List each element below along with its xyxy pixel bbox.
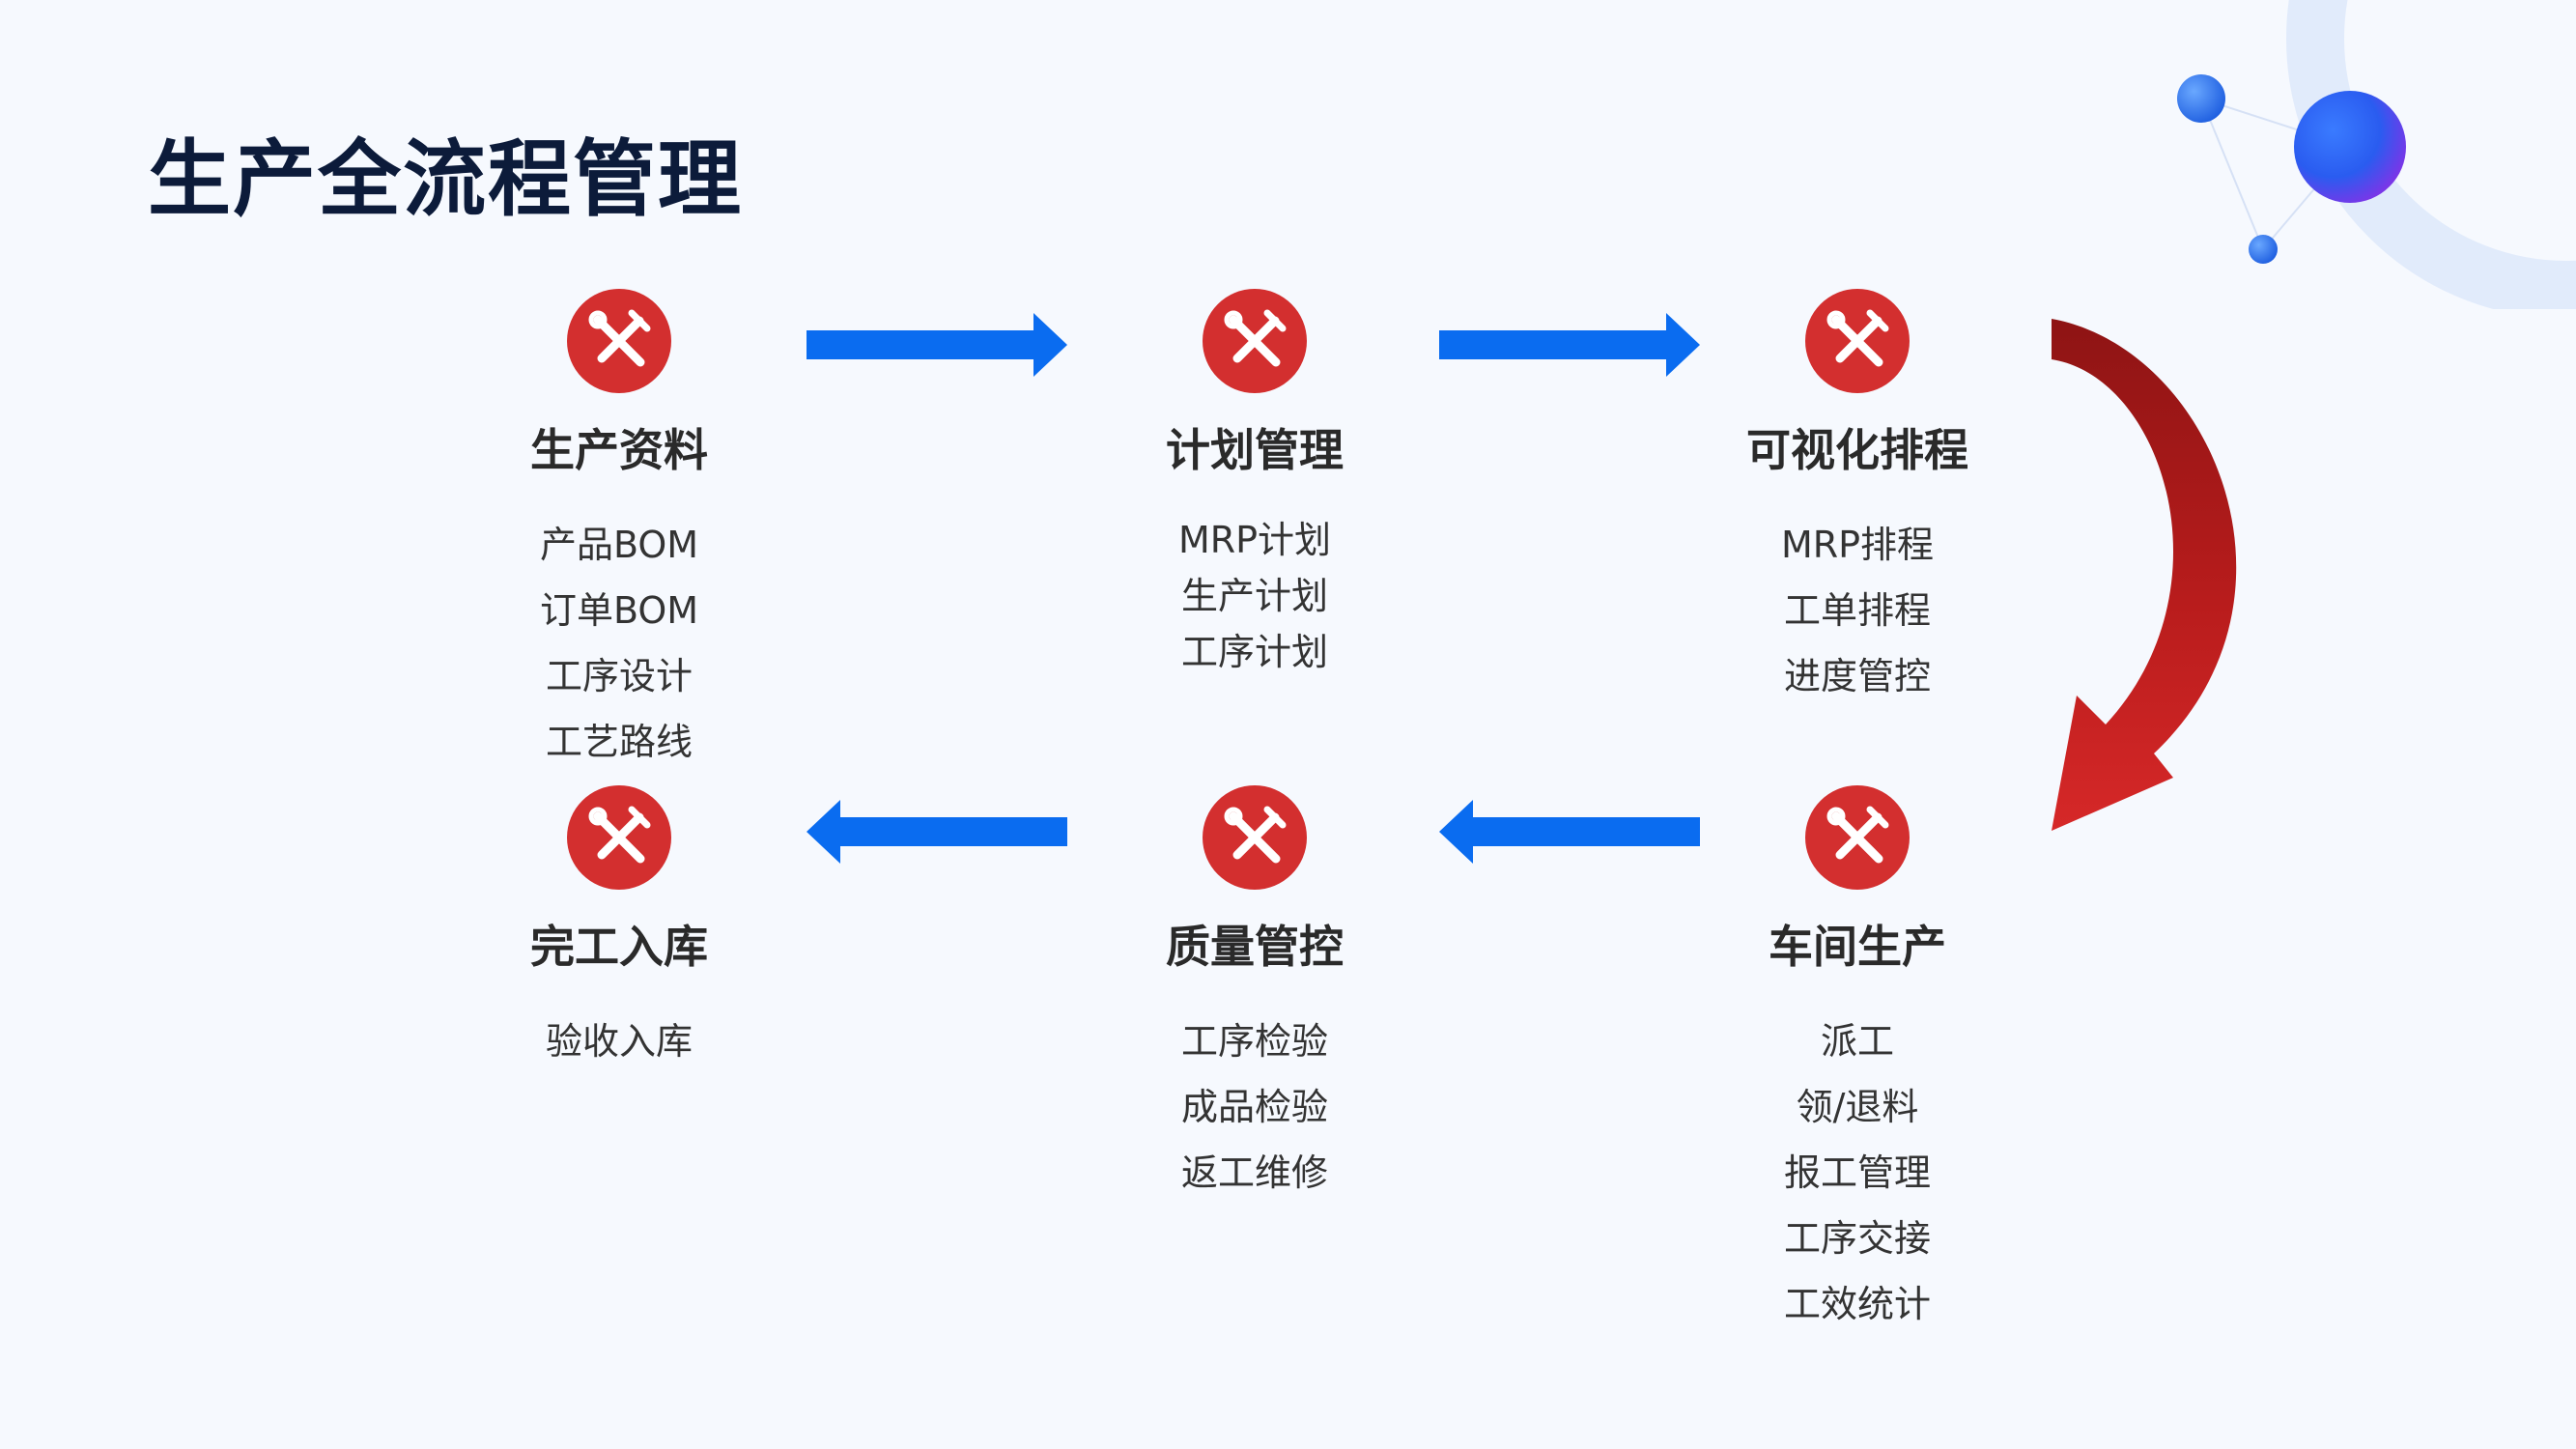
node-title: 计划管理	[1166, 424, 1344, 476]
node-production-data: 生产资料 产品BOM 订单BOM 工序设计 工艺路线	[407, 288, 832, 775]
list-item: 领/退料	[1796, 1086, 1919, 1128]
list-item: 工艺路线	[545, 721, 693, 763]
list-item: 进度管控	[1783, 655, 1931, 697]
list-item: MRP排程	[1780, 524, 1935, 566]
tools-icon	[567, 289, 671, 393]
list-item: 派工	[1820, 1020, 1894, 1063]
node-quality-control: 质量管控 工序检验 成品检验 返工维修	[1042, 784, 1467, 1206]
decorative-orbs	[2177, 0, 2576, 309]
list-item: 工序交接	[1783, 1217, 1931, 1260]
list-item: 成品检验	[1180, 1086, 1328, 1128]
list-item: 工序设计	[545, 655, 693, 697]
list-item: 工序检验	[1180, 1020, 1328, 1063]
node-title: 完工入库	[530, 921, 708, 973]
node-workshop-production: 车间生产 派工 领/退料 报工管理 工序交接 工效统计	[1645, 784, 2070, 1337]
arrow-right-2	[1439, 313, 1700, 377]
page-title: 生产全流程管理	[148, 131, 743, 228]
tools-icon	[567, 785, 671, 890]
node-plan-management: 计划管理 MRP计划 生产计划 工序计划	[1042, 288, 1467, 680]
node-title: 生产资料	[530, 424, 708, 476]
node-title: 车间生产	[1769, 921, 1946, 973]
list-item: 产品BOM	[539, 524, 699, 566]
tools-icon	[1203, 289, 1307, 393]
curved-arrow-down	[2052, 319, 2237, 831]
list-item: 验收入库	[545, 1020, 693, 1063]
list-item: 工序计划	[1180, 631, 1328, 673]
tiny-orb	[2249, 235, 2278, 264]
arrow-left-2	[1439, 800, 1700, 864]
node-completion-storage: 完工入库 验收入库	[407, 784, 832, 1074]
list-item: 订单BOM	[539, 589, 699, 632]
list-item: 返工维修	[1180, 1151, 1328, 1194]
node-title: 可视化排程	[1746, 424, 1968, 476]
list-item: 工效统计	[1783, 1283, 1931, 1325]
list-item: MRP计划	[1177, 519, 1332, 561]
big-orb	[2294, 91, 2406, 203]
list-item: 报工管理	[1783, 1151, 1931, 1194]
list-item: 生产计划	[1180, 575, 1328, 617]
tools-icon	[1203, 785, 1307, 890]
node-visual-scheduling: 可视化排程 MRP排程 工单排程 进度管控	[1645, 288, 2070, 709]
tools-icon	[1805, 785, 1910, 890]
list-item: 工单排程	[1783, 589, 1931, 632]
tools-icon	[1805, 289, 1910, 393]
node-title: 质量管控	[1166, 921, 1344, 973]
arrow-left-1	[807, 800, 1067, 864]
small-orb	[2177, 74, 2225, 123]
arrow-right-1	[807, 313, 1067, 377]
